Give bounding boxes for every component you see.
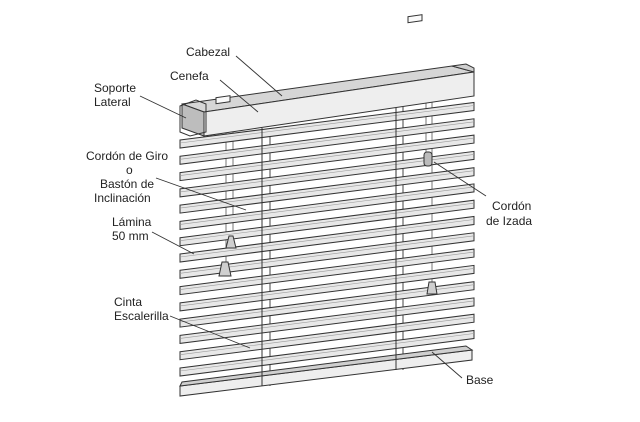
leader-lamina xyxy=(151,231,195,255)
tilt-tassel-upper xyxy=(225,235,237,249)
slat-edge-12 xyxy=(179,284,475,323)
slat-6 xyxy=(179,183,475,230)
label-cordon-giro-1: Cordón de Giro xyxy=(86,149,168,163)
slat-edge-10 xyxy=(179,251,475,290)
label-base: Base xyxy=(466,373,494,387)
headrail-left-end xyxy=(181,103,205,137)
labels: Cabezal Cenefa Soporte Lateral Cordón de… xyxy=(86,45,532,387)
label-lamina-1: Lámina xyxy=(112,215,152,229)
slat-8 xyxy=(179,215,475,263)
leader-cinta-escalerilla xyxy=(169,315,251,349)
slats xyxy=(179,101,475,377)
slat-edge-3 xyxy=(179,137,475,176)
label-soporte-lateral-2: Lateral xyxy=(94,95,131,109)
label-cordon-giro-4: Inclinación xyxy=(94,191,151,205)
side-bracket-left xyxy=(179,99,207,137)
label-cenefa: Cenefa xyxy=(170,69,209,83)
slat-edge-7 xyxy=(179,202,475,241)
label-soporte-lateral-1: Soporte xyxy=(94,81,136,95)
slat-edge-6 xyxy=(179,186,475,225)
slat-14 xyxy=(179,313,475,361)
leader-cordon-izada xyxy=(433,161,487,197)
slat-3 xyxy=(179,134,475,182)
slat-10 xyxy=(179,248,475,296)
leader-soporte-lateral xyxy=(139,95,187,119)
slat-4 xyxy=(179,150,475,198)
slat-edge-1 xyxy=(179,105,475,144)
slat-11 xyxy=(179,264,475,312)
lift-cord-tassel xyxy=(426,281,438,295)
bottom-rail xyxy=(179,345,474,397)
leader-cabezal xyxy=(235,55,283,97)
slat-9 xyxy=(179,232,475,279)
slat-edge-5 xyxy=(179,170,475,209)
headrail-cord-lock xyxy=(407,14,423,24)
slat-2 xyxy=(179,118,475,165)
headrail-tilt-mech xyxy=(215,95,231,105)
slat-7 xyxy=(179,199,475,247)
side-bracket-right xyxy=(451,63,475,73)
label-cordon-giro-2: o xyxy=(126,163,133,177)
label-cinta-escalerilla-2: Escalerilla xyxy=(114,309,169,323)
slat-edge-14 xyxy=(179,316,475,355)
lift-cord-equalizer xyxy=(423,151,433,167)
leader-base xyxy=(431,351,463,379)
label-cinta-escalerilla-1: Cinta xyxy=(114,295,142,309)
label-cordon-izada-1: Cordón xyxy=(492,199,531,213)
headrail xyxy=(179,14,475,137)
slat-12 xyxy=(179,281,475,328)
leader-cenefa xyxy=(219,79,259,113)
front-hardware xyxy=(218,104,438,386)
tilt-tassel-lower xyxy=(218,261,232,277)
slat-13 xyxy=(179,297,475,344)
bottom-rail-top xyxy=(179,345,474,387)
slat-edge-2 xyxy=(179,121,475,160)
slat-1 xyxy=(179,101,475,149)
label-cabezal: Cabezal xyxy=(186,45,230,59)
slat-edge-13 xyxy=(179,300,475,339)
slat-15 xyxy=(179,329,475,377)
leader-lines xyxy=(139,55,487,379)
slat-edge-8 xyxy=(179,219,475,258)
leader-cordon-giro xyxy=(155,177,247,211)
label-cordon-izada-2: de Izada xyxy=(486,214,532,228)
slat-5 xyxy=(179,167,475,214)
label-cordon-giro-3: Bastón de xyxy=(100,177,154,191)
label-lamina-2: 50 mm xyxy=(112,229,149,243)
slat-edge-11 xyxy=(179,268,475,307)
slat-edge-15 xyxy=(179,333,475,372)
